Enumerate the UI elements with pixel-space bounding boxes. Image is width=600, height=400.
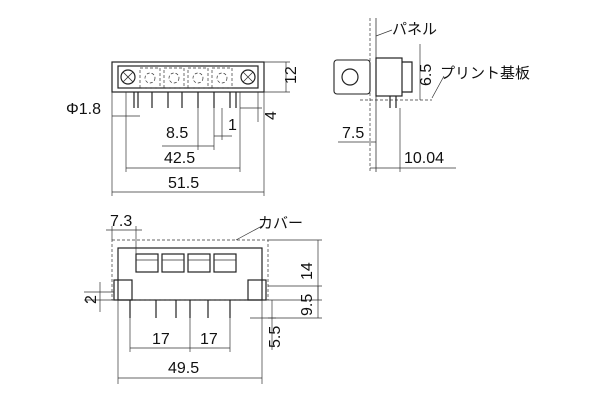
bottom-right-ear xyxy=(247,279,267,301)
front-dim-pin-span: 42.5 xyxy=(164,150,195,167)
label-cover: カバー xyxy=(258,214,303,232)
bottom-pins xyxy=(129,300,231,318)
side-dim-total: 10.04 xyxy=(404,150,444,167)
bottom-dim-overall-width: 49.5 xyxy=(168,360,199,377)
front-dim-pin-width: 1 xyxy=(228,117,237,134)
bottom-dim-height: 14 xyxy=(299,262,316,280)
bottom-dim-7-3: 7.3 xyxy=(110,213,132,230)
bottom-dim-lower-height: 9.5 xyxy=(299,294,316,316)
label-panel: パネル xyxy=(392,20,437,38)
front-contacts xyxy=(139,67,233,89)
side-dim-depth: 7.5 xyxy=(342,125,364,142)
front-flange xyxy=(111,61,265,93)
bottom-left-ear xyxy=(113,279,133,301)
front-dim-overall-width: 51.5 xyxy=(168,175,199,192)
bottom-dim-pin-length: 5.5 xyxy=(267,326,284,348)
front-dim-height: 12 xyxy=(283,66,300,84)
side-housing xyxy=(375,57,403,97)
side-view: パネル 6.5 プリント基板 7.5 10.04 xyxy=(333,18,530,172)
bottom-dim-step: 2 xyxy=(83,295,100,304)
front-dim-pin-length: 4 xyxy=(263,111,280,120)
front-left-screw xyxy=(120,69,136,85)
bottom-view: カバー カバー 7.3 14 2 9.5 5.5 17 17 xyxy=(83,213,322,384)
front-right-screw xyxy=(240,69,256,85)
side-body xyxy=(333,59,371,95)
side-dim-offset: 6.5 xyxy=(418,64,435,86)
front-dim-hole: Φ1.8 xyxy=(66,101,101,118)
bottom-contacts xyxy=(135,253,237,273)
front-view: 12 4 Φ1.8 8.5 1 42.5 51.5 xyxy=(66,61,300,196)
front-pins xyxy=(133,92,237,108)
bottom-body xyxy=(117,247,263,301)
bottom-dim-pitch-a: 17 xyxy=(152,331,170,348)
bottom-dim-pitch-b: 17 xyxy=(200,331,218,348)
label-pcb: プリント基板 xyxy=(440,64,530,82)
front-dim-pitch: 8.5 xyxy=(166,125,188,142)
